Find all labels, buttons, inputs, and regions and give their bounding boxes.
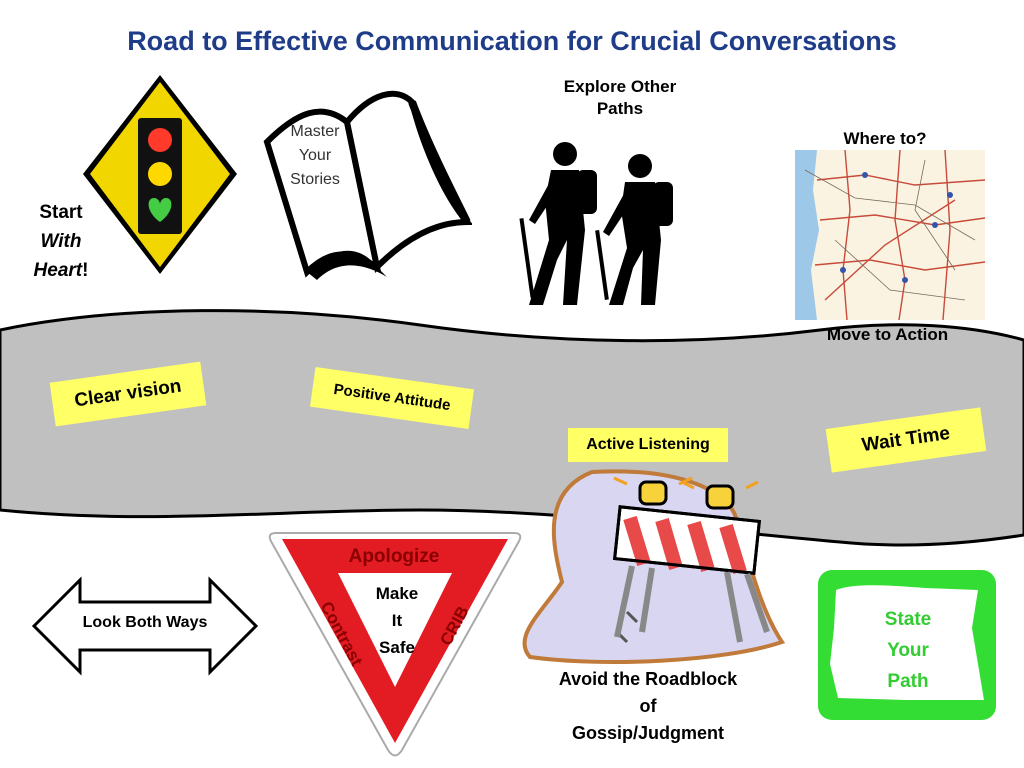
oregon-sign-icon	[818, 570, 996, 720]
note-active-listening: Active Listening	[568, 428, 728, 462]
state-your-path-label: State Your Path	[884, 609, 932, 692]
roadblock-icon	[522, 469, 786, 664]
map-icon	[795, 150, 985, 320]
roadblock-label: Avoid the Roadblock of Gossip/Judgment	[558, 669, 738, 743]
move-to-action-label: Move to Action	[826, 325, 949, 344]
look-both-ways-label: Look Both Ways	[82, 614, 208, 631]
hikers-icon	[519, 142, 673, 305]
apologize-label: Apologize	[348, 546, 440, 567]
double-arrow-icon	[32, 576, 258, 676]
road	[0, 309, 1024, 547]
traffic-light-sign-icon	[83, 75, 237, 274]
start-with-heart: Start With Heart!	[33, 202, 89, 281]
book-text: Master Your Stories	[290, 123, 340, 188]
yield-sign-icon	[268, 532, 522, 757]
make-it-safe-label: Make It Safe	[375, 584, 419, 657]
explore-label: Explore Other Paths	[563, 77, 677, 118]
where-to-label: Where to?	[843, 129, 927, 148]
open-book-icon	[263, 90, 472, 280]
page-title: Road to Effective Communication for Cruc…	[127, 26, 897, 56]
